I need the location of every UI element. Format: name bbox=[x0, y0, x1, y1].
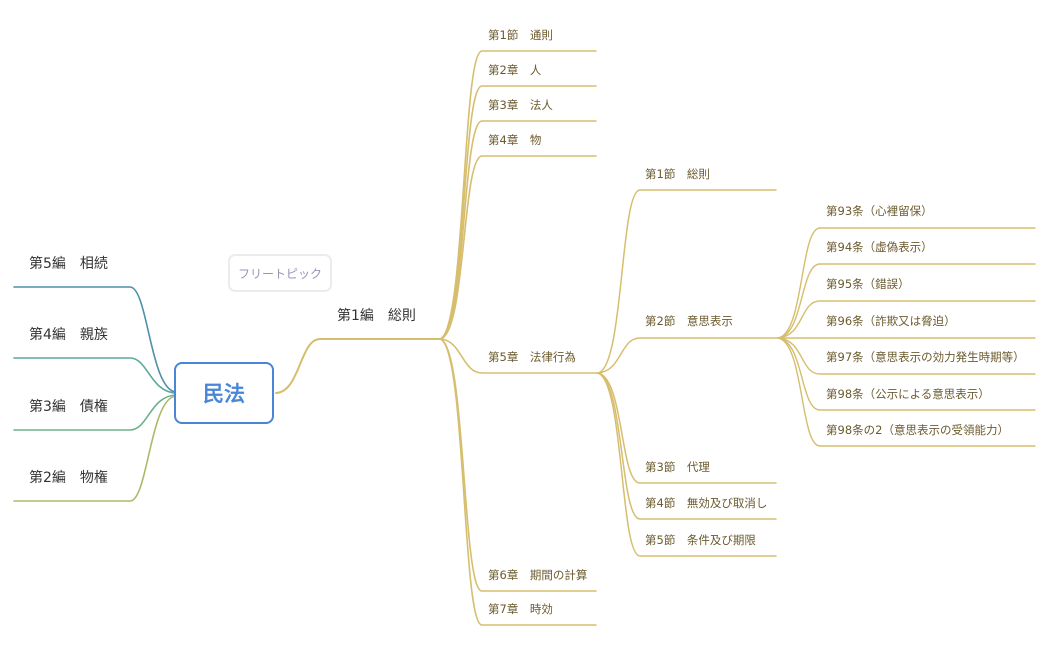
right-branch-lines bbox=[275, 50, 1036, 626]
topic-part-2[interactable]: 第2編 物権 bbox=[29, 470, 108, 486]
topic-chapter-5[interactable]: 第5章 法律行為 bbox=[488, 350, 576, 364]
topic-chapter-4[interactable]: 第4章 物 bbox=[488, 133, 542, 147]
topic-section-5[interactable]: 第5節 条件及び期限 bbox=[645, 533, 756, 547]
floating-topic-label: フリートピック bbox=[237, 266, 322, 281]
root-topic-label: 民法 bbox=[203, 382, 245, 406]
topic-part-4[interactable]: 第4編 親族 bbox=[29, 327, 108, 343]
topic-chapter-3[interactable]: 第3章 法人 bbox=[488, 98, 553, 112]
topic-section-3[interactable]: 第3節 代理 bbox=[645, 460, 710, 474]
topic-article-94[interactable]: 第94条（虚偽表示） bbox=[826, 240, 933, 254]
topic-article-98-2[interactable]: 第98条の2（意思表示の受領能力） bbox=[826, 423, 1009, 437]
topic-chapter-6[interactable]: 第6章 期間の計算 bbox=[488, 568, 588, 582]
floating-topic[interactable]: フリートピック bbox=[228, 254, 332, 292]
topic-section-1[interactable]: 第1節 総則 bbox=[645, 167, 710, 181]
topic-chapter-2[interactable]: 第2章 人 bbox=[488, 63, 542, 77]
topic-article-93[interactable]: 第93条（心裡留保） bbox=[826, 204, 933, 218]
topic-chapter-1[interactable]: 第1節 通則 bbox=[488, 28, 553, 42]
root-topic[interactable]: 民法 bbox=[174, 362, 274, 424]
topic-article-95[interactable]: 第95条（錯誤） bbox=[826, 277, 910, 291]
topic-article-97[interactable]: 第97条（意思表示の効力発生時期等） bbox=[826, 350, 1025, 364]
topic-article-98[interactable]: 第98条（公示による意思表示） bbox=[826, 387, 990, 401]
topic-article-96[interactable]: 第96条（詐欺又は脅迫） bbox=[826, 314, 956, 328]
topic-chapter-7[interactable]: 第7章 時効 bbox=[488, 602, 553, 616]
topic-section-4[interactable]: 第4節 無効及び取消し bbox=[645, 496, 768, 510]
topic-part-3[interactable]: 第3編 債権 bbox=[29, 399, 108, 415]
topic-section-2[interactable]: 第2節 意思表示 bbox=[645, 314, 733, 328]
topic-part-5[interactable]: 第5編 相続 bbox=[29, 256, 108, 272]
topic-part-1[interactable]: 第1編 総則 bbox=[337, 308, 416, 324]
left-branch-lines bbox=[13, 286, 177, 502]
